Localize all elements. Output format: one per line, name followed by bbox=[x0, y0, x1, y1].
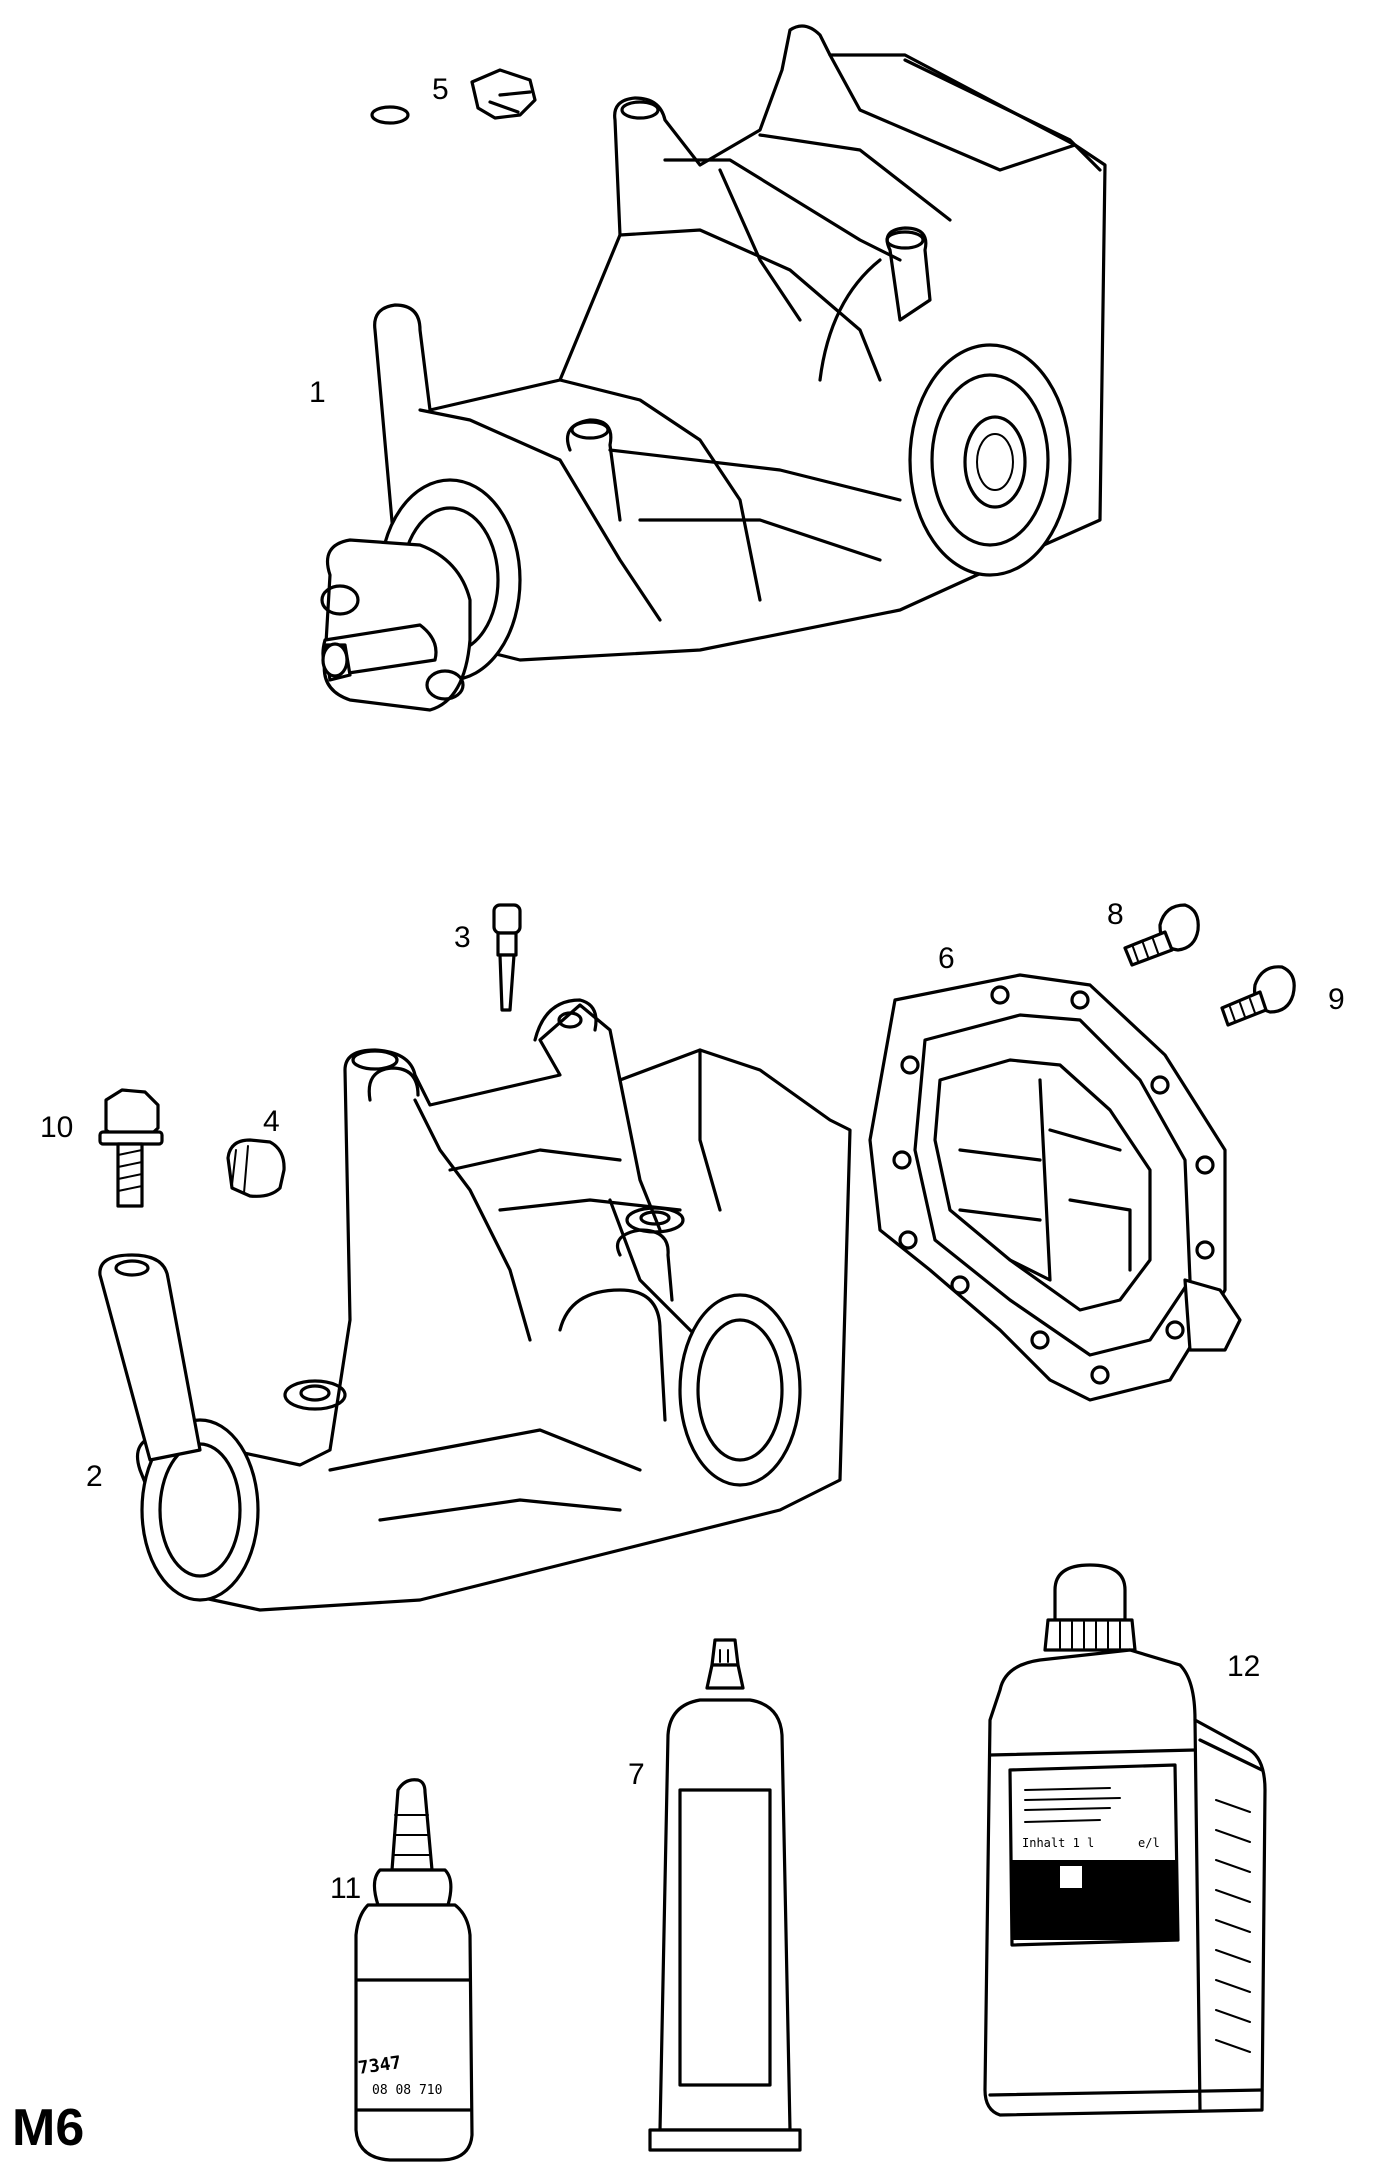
differential-cover-part-6 bbox=[868, 973, 1242, 1402]
callout-1: 1 bbox=[309, 376, 326, 409]
callout-4: 4 bbox=[263, 1105, 280, 1138]
callout-5: 5 bbox=[432, 73, 449, 106]
adhesive-bottle-part-11 bbox=[354, 1778, 474, 2162]
sealant-tube-part-7 bbox=[648, 1638, 802, 2152]
plug-part-4 bbox=[226, 1138, 286, 1198]
oil-can-label-unit: e/l bbox=[1138, 1836, 1160, 1850]
differential-housing-part-2 bbox=[98, 998, 852, 1612]
breather-vent-part-3 bbox=[492, 903, 522, 1012]
bolt-part-9 bbox=[1220, 965, 1296, 1027]
callout-6: 6 bbox=[938, 942, 955, 975]
sheet-code: M6 bbox=[12, 2099, 85, 2157]
callout-11: 11 bbox=[330, 1872, 362, 1905]
callout-12: 12 bbox=[1227, 1650, 1261, 1683]
callout-3: 3 bbox=[454, 921, 471, 954]
bottle-label-part-number: 08 08 710 bbox=[372, 2083, 443, 2098]
callout-9: 9 bbox=[1328, 983, 1345, 1016]
callout-8: 8 bbox=[1107, 898, 1124, 931]
oil-can-label-contents: Inhalt 1 l bbox=[1022, 1836, 1095, 1850]
callout-10: 10 bbox=[40, 1111, 74, 1144]
differential-assembly-part-1 bbox=[320, 24, 1107, 712]
oil-can-part-12 bbox=[983, 1563, 1267, 2117]
callout-2: 2 bbox=[86, 1460, 103, 1493]
callout-7: 7 bbox=[628, 1758, 645, 1791]
plug-part-5 bbox=[470, 68, 537, 120]
bolt-part-10 bbox=[98, 1088, 164, 1208]
bolt-part-8 bbox=[1123, 903, 1200, 967]
